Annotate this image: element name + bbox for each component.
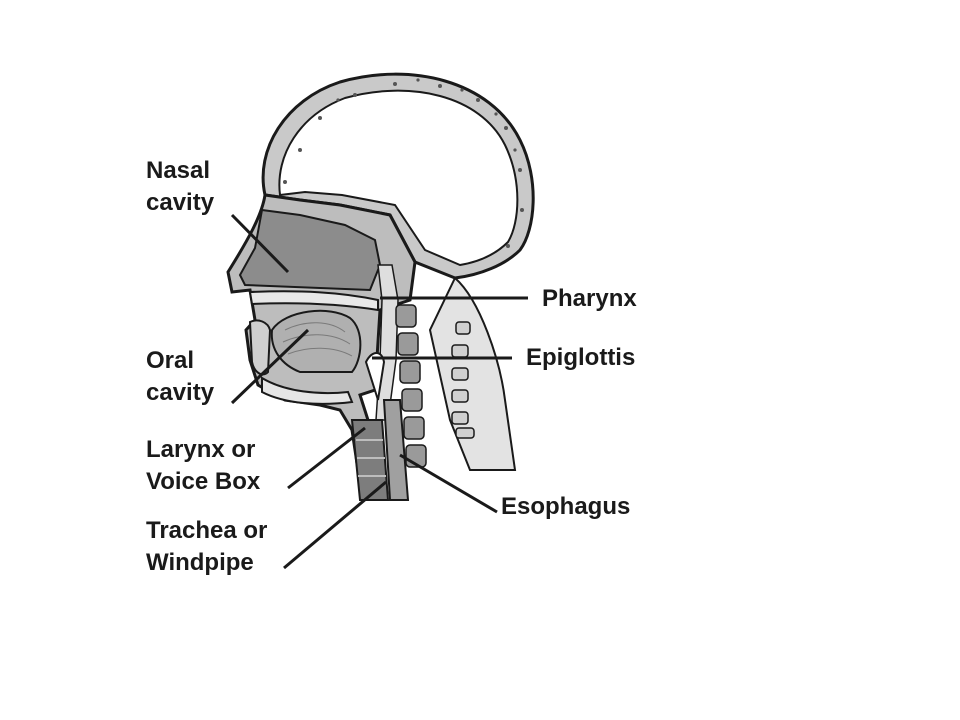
leader-nasal-cavity bbox=[230, 213, 290, 274]
neck-back-tissue bbox=[428, 276, 517, 471]
lips bbox=[248, 319, 272, 376]
nasal-cavity-shape bbox=[238, 208, 382, 292]
label-trachea-line1: Trachea or bbox=[146, 517, 268, 544]
leader-oral-cavity bbox=[230, 328, 310, 405]
epiglottis-flap bbox=[364, 352, 386, 401]
label-larynx: Larynx or Voice Box bbox=[146, 434, 260, 498]
leader-esophagus bbox=[399, 453, 498, 514]
label-nasal-cavity-line1: Nasal bbox=[146, 157, 211, 184]
trachea-rings bbox=[356, 439, 386, 477]
label-nasal-cavity-line2: cavity bbox=[146, 189, 215, 216]
tongue-texture bbox=[282, 322, 353, 357]
spine-vertebrae bbox=[395, 304, 427, 468]
label-esophagus: Esophagus bbox=[501, 493, 631, 520]
label-larynx-line1: Larynx or bbox=[146, 436, 256, 463]
skull-bone-texture bbox=[283, 78, 524, 248]
label-nasal-cavity: Nasal cavity bbox=[146, 155, 214, 219]
jaw bbox=[261, 376, 354, 405]
label-oral-cavity: Oral cavity bbox=[146, 345, 214, 409]
leader-trachea bbox=[283, 480, 387, 570]
label-trachea: Trachea or Windpipe bbox=[146, 515, 267, 579]
leader-larynx bbox=[287, 426, 366, 490]
label-epiglottis: Epiglottis bbox=[526, 344, 636, 371]
esophagus-tube bbox=[382, 399, 410, 501]
label-oral-cavity-line1: Oral bbox=[146, 347, 195, 374]
leader-lines bbox=[230, 213, 528, 570]
spinal-processes bbox=[451, 321, 475, 439]
label-trachea-line2: Windpipe bbox=[146, 549, 254, 576]
label-larynx-line2: Voice Box bbox=[146, 468, 261, 495]
hard-palate bbox=[248, 290, 379, 312]
skull-inner bbox=[278, 89, 519, 267]
trachea-tube bbox=[350, 419, 390, 501]
label-pharynx: Pharynx bbox=[542, 285, 637, 312]
label-oral-cavity-line2: cavity bbox=[146, 379, 215, 406]
